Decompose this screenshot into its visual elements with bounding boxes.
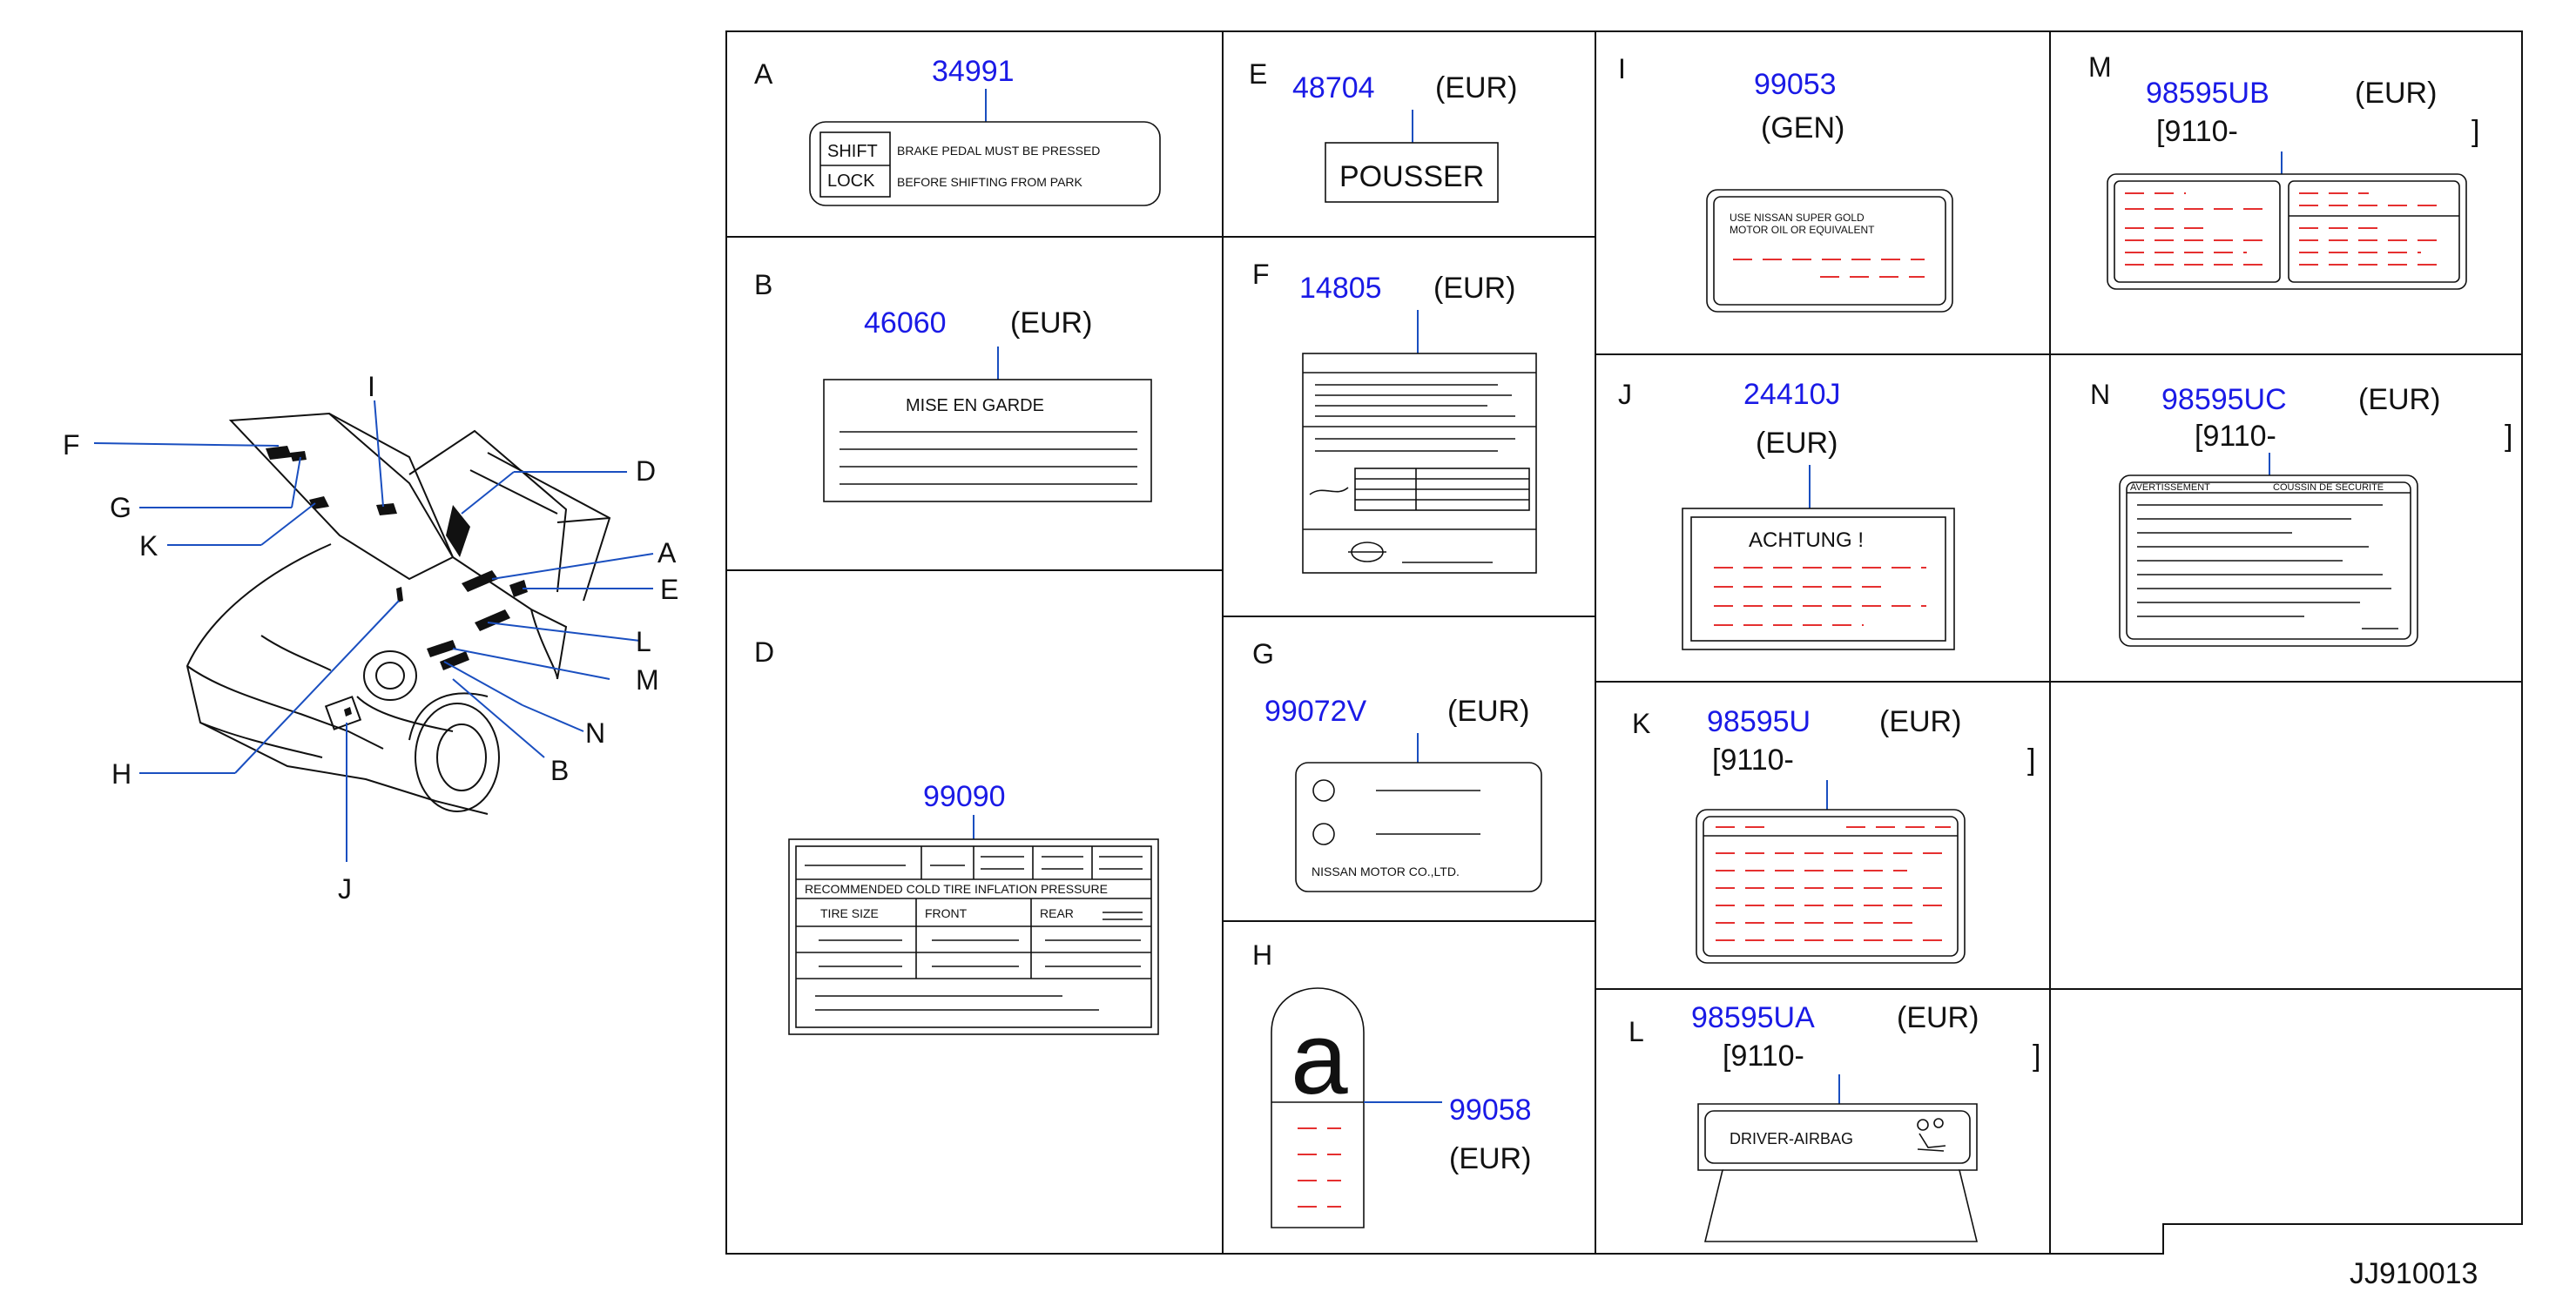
panel-l: L 98595UA (EUR) [9110- ] DRIVER-AIRBAG (1629, 1001, 2040, 1242)
panel-grid (725, 30, 2523, 1255)
panel-a: A 34991 SHIFT LOCK BRAKE PEDAL MUST BE P… (754, 55, 1161, 206)
panel-i-qualifier: (GEN) (1761, 111, 1844, 145)
panel-f-letter: F (1252, 259, 1270, 290)
panel-d: D 99090 (754, 636, 1159, 1035)
panel-b: B 46060 (EUR) MISE EN GARDE (754, 269, 1152, 502)
callout-e: E (660, 574, 678, 605)
label-a-shift: SHIFT (827, 142, 878, 161)
label-i-line1: USE NISSAN SUPER GOLD (1730, 212, 1865, 224)
panel-n-range: [9110- (2195, 420, 2276, 453)
label-b-title: MISE EN GARDE (906, 396, 1044, 415)
panel-k-letter: K (1632, 708, 1650, 739)
panel-e: E 48704 (EUR) POUSSER (1249, 58, 1517, 203)
panel-k-part-number: 98595U (1707, 705, 1811, 738)
panel-f-qualifier: (EUR) (1433, 272, 1515, 305)
label-d-tire-size: TIRE SIZE (820, 906, 879, 920)
panel-l-part-number: 98595UA (1691, 1001, 1815, 1034)
panel-g-part-number: 99072V (1264, 695, 1367, 728)
panel-m: M 98595UB (EUR) [9110- ] (2088, 51, 2479, 290)
panel-i: I 99053 (GEN) USE NISSAN SUPER GOLD MOTO… (1618, 53, 1953, 313)
panel-b-qualifier: (EUR) (1010, 306, 1092, 340)
label-l-text: DRIVER-AIRBAG (1730, 1130, 1853, 1147)
panel-f-part-number: 14805 (1299, 272, 1382, 305)
callout-l: L (636, 626, 651, 657)
panel-i-part-number: 99053 (1754, 68, 1837, 101)
panel-e-qualifier: (EUR) (1435, 71, 1517, 104)
callout-k: K (139, 530, 158, 562)
callout-b: B (550, 755, 569, 786)
label-h-glyph: a (1291, 1001, 1348, 1116)
panel-k: K 98595U (EUR) [9110- ] (1632, 705, 2035, 964)
panel-n-qualifier: (EUR) (2358, 383, 2440, 416)
panel-d-part-number: 99090 (923, 780, 1006, 813)
label-e-text: POUSSER (1339, 160, 1484, 193)
label-a-line2: BEFORE SHIFTING FROM PARK (897, 175, 1083, 189)
label-a-line1: BRAKE PEDAL MUST BE PRESSED (897, 144, 1100, 158)
panel-m-range-close: ] (2471, 115, 2479, 148)
label-j-title: ACHTUNG ! (1749, 528, 1864, 552)
panel-h: H a 99058 (EUR) (1252, 939, 1532, 1228)
panel-h-letter: H (1252, 939, 1272, 971)
panel-h-part-number: 99058 (1449, 1093, 1532, 1127)
panel-i-letter: I (1618, 53, 1626, 84)
panel-j-part-number: 24410J (1743, 378, 1841, 411)
callout-i: I (368, 371, 375, 402)
callout-m: M (636, 664, 659, 696)
panel-l-range-close: ] (2033, 1040, 2040, 1073)
label-d-rear: REAR (1040, 906, 1074, 920)
callout-h: H (111, 758, 131, 790)
label-g-maker: NISSAN MOTOR CO.,LTD. (1312, 865, 1460, 878)
callout-f: F (63, 429, 80, 461)
panel-e-part-number: 48704 (1292, 71, 1375, 104)
diagram-code: JJ910013 (2350, 1257, 2478, 1290)
panel-n-range-close: ] (2505, 420, 2512, 453)
panel-a-letter: A (754, 58, 773, 90)
panel-l-letter: L (1629, 1016, 1644, 1047)
panel-n-letter: N (2090, 379, 2110, 410)
panel-n: N 98595UC (EUR) [9110- ] AVERTISSEMENT C… (2090, 379, 2512, 647)
label-n-heading-fr: AVERTISSEMENT (2130, 482, 2210, 493)
panel-k-qualifier: (EUR) (1879, 705, 1961, 738)
panel-m-qualifier: (EUR) (2355, 77, 2437, 110)
panel-b-part-number: 46060 (864, 306, 947, 340)
panel-g-qualifier: (EUR) (1447, 695, 1529, 728)
label-d-heading: RECOMMENDED COLD TIRE INFLATION PRESSURE (805, 882, 1108, 896)
panel-k-range-close: ] (2027, 744, 2035, 777)
panel-j: J 24410J (EUR) ACHTUNG ! (1618, 378, 1955, 650)
car-overview: F G K I D A E L M N B H J (63, 371, 678, 905)
label-n-heading-fr2: COUSSIN DE SECURITE (2273, 482, 2384, 493)
panel-m-range: [9110- (2156, 115, 2238, 148)
panel-f: F 14805 (EUR) (1252, 259, 1537, 574)
panel-l-range: [9110- (1723, 1040, 1804, 1073)
label-a-lock: LOCK (827, 172, 875, 191)
panel-j-letter: J (1618, 379, 1632, 410)
panel-n-part-number: 98595UC (2161, 383, 2287, 416)
airbag-icon (1917, 1118, 1946, 1152)
callout-d: D (636, 455, 656, 487)
panel-m-part-number: 98595UB (2146, 77, 2269, 110)
callout-n: N (585, 717, 605, 749)
panel-e-letter: E (1249, 58, 1267, 90)
panel-b-letter: B (754, 269, 772, 300)
callout-a: A (657, 537, 677, 569)
panel-k-range: [9110- (1712, 744, 1794, 777)
panel-h-qualifier: (EUR) (1449, 1142, 1531, 1175)
panel-l-qualifier: (EUR) (1897, 1001, 1979, 1034)
panel-g: G 99072V (EUR) NISSAN MOTOR CO.,LTD. (1252, 638, 1542, 892)
callout-g: G (110, 492, 131, 523)
panel-j-qualifier: (EUR) (1756, 427, 1838, 460)
panel-d-letter: D (754, 636, 774, 668)
panel-m-letter: M (2088, 51, 2112, 83)
callout-j: J (338, 873, 352, 905)
label-i-line2: MOTOR OIL OR EQUIVALENT (1730, 224, 1875, 236)
panel-g-letter: G (1252, 638, 1274, 670)
panel-a-part-number: 34991 (932, 55, 1015, 88)
label-d-front: FRONT (925, 906, 968, 920)
